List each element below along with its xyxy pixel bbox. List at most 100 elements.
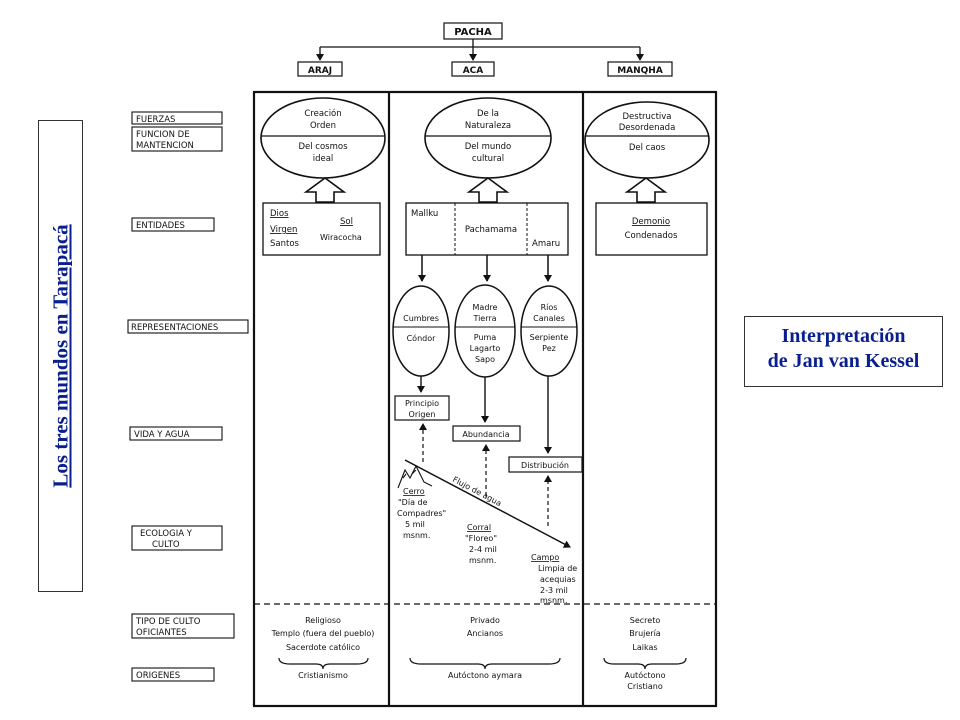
ecology-corral: Corral "Floreo" 2-4 mil msnm. (465, 523, 497, 565)
principio-origen-box: Principio Origen (394, 395, 450, 421)
svg-text:"Floreo": "Floreo" (465, 534, 497, 543)
world-box-araj (297, 61, 343, 77)
pacha-branches (316, 39, 644, 61)
svg-text:Sol: Sol (340, 217, 353, 227)
svg-text:Compadres": Compadres" (397, 509, 446, 518)
svg-text:Dios: Dios (270, 209, 289, 219)
svg-text:Brujería: Brujería (629, 629, 661, 638)
svg-text:Campo: Campo (531, 553, 559, 562)
svg-text:Corral: Corral (467, 523, 491, 532)
svg-text:Virgen: Virgen (270, 225, 297, 235)
svg-text:2-4 mil: 2-4 mil (469, 545, 497, 554)
svg-text:Desordenada: Desordenada (619, 123, 676, 133)
representation-to-life-arrows (417, 376, 552, 454)
origin-araj: Cristianismo (298, 671, 348, 680)
svg-text:Principio: Principio (405, 399, 439, 408)
svg-text:ideal: ideal (313, 154, 334, 164)
world-label-araj: ARAJ (308, 66, 332, 76)
svg-text:Abundancia: Abundancia (462, 430, 509, 439)
svg-text:msnm.: msnm. (469, 556, 496, 565)
svg-text:De la: De la (477, 109, 499, 119)
water-flow-arrow (404, 459, 571, 548)
cult-araj: Religioso Templo (fuera del pueblo) Sace… (271, 616, 375, 652)
entities-box-manqha: Demonio Condenados (595, 202, 708, 256)
svg-text:Del cosmos: Del cosmos (298, 142, 348, 152)
svg-text:2-3 mil: 2-3 mil (540, 586, 568, 595)
svg-text:Distribución: Distribución (521, 460, 569, 470)
hollow-up-arrows (303, 177, 668, 203)
svg-text:Condenados: Condenados (625, 231, 678, 241)
svg-text:Santos: Santos (270, 239, 300, 249)
svg-text:Orden: Orden (310, 121, 336, 131)
svg-text:Canales: Canales (533, 314, 565, 323)
svg-text:Ancianos: Ancianos (467, 629, 503, 638)
representation-ellipse-right: Ríos Canales Serpiente Pez (520, 285, 578, 377)
svg-text:Secreto: Secreto (630, 616, 661, 625)
svg-text:Naturaleza: Naturaleza (465, 121, 511, 131)
force-ellipse-aca: De la Naturaleza Del mundo cultural (424, 97, 552, 179)
entities-box-aca: Mallku Pachamama Amaru (405, 202, 569, 256)
cult-aca: Privado Ancianos (467, 616, 503, 638)
svg-text:Creación: Creación (304, 108, 341, 119)
svg-text:acequias: acequias (540, 575, 576, 584)
entities-box-araj: Dios Virgen Santos Sol Wiracocha (262, 202, 381, 256)
world-box-aca (451, 61, 495, 77)
mountain-icon (397, 464, 433, 489)
pacha-label: PACHA (454, 27, 492, 38)
svg-text:Serpiente: Serpiente (530, 333, 569, 342)
origin-manqha-1: Autóctono (625, 670, 666, 680)
row-label-tipo-culto-2: OFICIANTES (136, 628, 187, 638)
ecology-feedback-arrows (419, 423, 552, 526)
svg-text:Sacerdote católico: Sacerdote católico (286, 642, 360, 652)
svg-text:Sapo: Sapo (475, 355, 495, 364)
side-title-box: Los tres mundos en Tarapacá (38, 120, 83, 592)
force-ellipse-manqha: Destructiva Desordenada Del caos (584, 101, 710, 179)
row-label-representaciones: REPRESENTACIONES (131, 323, 218, 333)
row-label-ecologia-2: CULTO (152, 540, 180, 550)
representation-ellipse-left: Cumbres Cóndor (392, 285, 450, 377)
svg-text:Origen: Origen (409, 410, 436, 419)
origin-aca: Autóctono aymara (448, 670, 522, 680)
row-label-funcion-1: FUNCION DE (136, 130, 190, 140)
side-title: Los tres mundos en Tarapacá (48, 224, 72, 488)
entity-to-representation-arrows (418, 255, 552, 282)
world-label-manqha: MANQHA (617, 66, 663, 76)
svg-text:Tierra: Tierra (472, 314, 496, 323)
svg-text:Religioso: Religioso (305, 616, 341, 625)
svg-text:Demonio: Demonio (632, 217, 670, 227)
interpretation-box: Interpretación de Jan van Kessel (744, 316, 943, 387)
svg-text:Del mundo: Del mundo (465, 142, 512, 152)
origin-manqha-2: Cristiano (627, 682, 663, 691)
ecology-campo: Campo Limpia de acequias 2-3 mil msnm. (531, 553, 577, 605)
origin-braces (278, 657, 687, 670)
abundancia-box: Abundancia (452, 425, 521, 442)
row-label-origenes: ORIGENES (136, 671, 180, 681)
svg-text:Del caos: Del caos (629, 143, 666, 153)
row-labels: FUERZAS FUNCION DE MANTENCION ENTIDADES … (127, 111, 249, 682)
svg-text:Pez: Pez (542, 344, 556, 353)
svg-text:cultural: cultural (472, 154, 504, 164)
svg-text:5 mil: 5 mil (405, 520, 425, 529)
row-label-funcion-2: MANTENCION (136, 141, 194, 151)
svg-text:Destructiva: Destructiva (622, 112, 671, 122)
cult-manqha: Secreto Brujería Laikas (629, 616, 661, 652)
svg-text:Puma: Puma (474, 333, 497, 342)
svg-text:Madre: Madre (473, 303, 498, 312)
row-label-fuerzas: FUERZAS (136, 115, 175, 125)
world-label-aca: ACA (463, 66, 484, 76)
svg-text:Cerro: Cerro (403, 487, 425, 496)
svg-text:Templo (fuera del pueblo): Templo (fuera del pueblo) (271, 629, 375, 638)
interpretation-line-2: de Jan van Kessel (767, 350, 920, 372)
ecology-cerro: Cerro "Día de Compadres" 5 mil msnm. (397, 487, 446, 540)
distribucion-box: Distribución (508, 456, 583, 473)
svg-text:Cumbres: Cumbres (403, 314, 439, 323)
world-box-manqha (607, 61, 673, 77)
svg-text:msnm.: msnm. (403, 531, 430, 540)
svg-text:Ríos: Ríos (541, 303, 558, 312)
row-label-ecologia-1: ECOLOGIA Y (140, 529, 193, 539)
row-label-tipo-culto-1: TIPO DE CULTO (135, 617, 201, 627)
svg-text:msnm.: msnm. (540, 596, 567, 605)
interpretation-line-1: Interpretación (781, 325, 906, 347)
svg-text:Lagarto: Lagarto (470, 344, 501, 353)
